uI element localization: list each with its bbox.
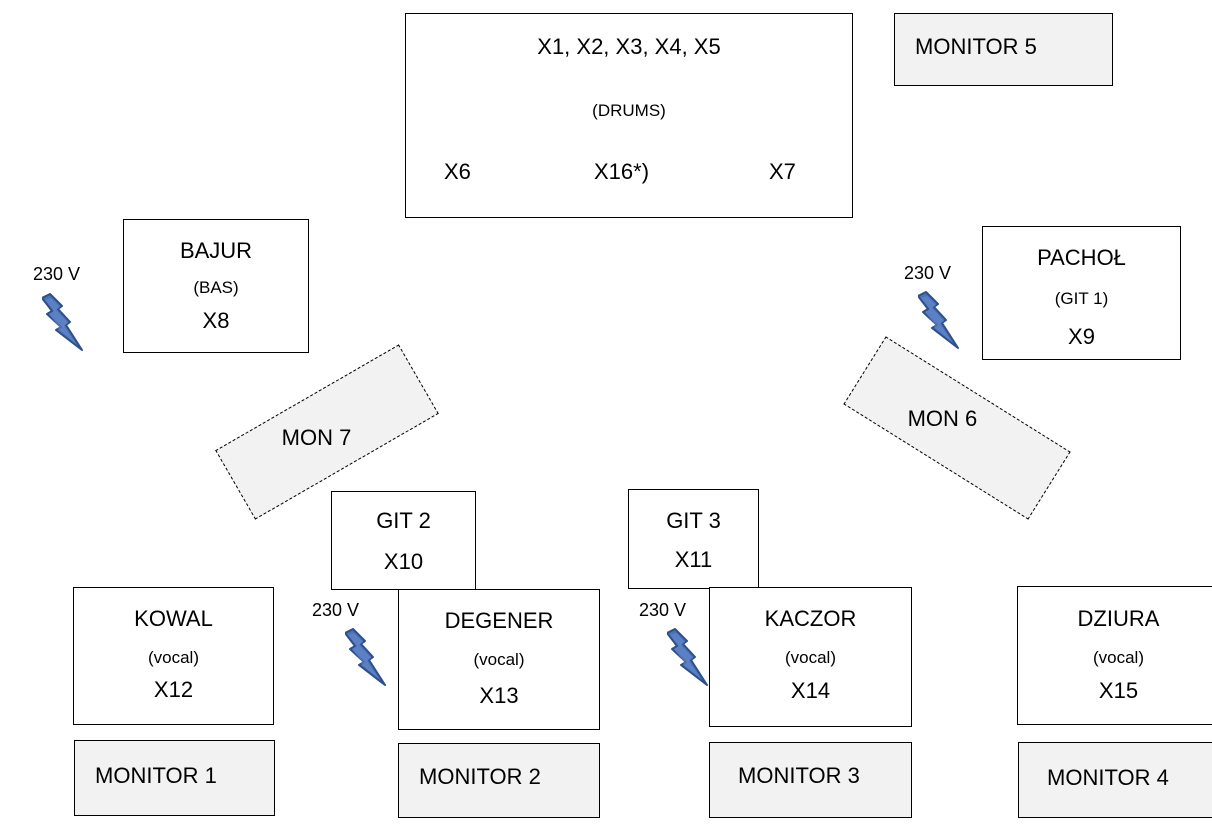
git-2-name: GIT 2 <box>376 508 431 533</box>
lightning-bolt-icon <box>918 290 960 350</box>
monitor-3: MONITOR 3 <box>709 742 912 818</box>
monitor-4: MONITOR 4 <box>1018 742 1212 818</box>
drums-channel-right: X7 <box>769 159 796 184</box>
dziura-name: DZIURA <box>1077 606 1160 631</box>
kaczor-box: KACZOR (vocal) X14 <box>709 587 912 727</box>
drums-box: X1, X2, X3, X4, X5 (DRUMS) X6 X16*) X7 <box>405 13 853 218</box>
mon-6: MON 6 <box>843 336 1071 520</box>
bajur-box: BAJUR (BAS) X8 <box>123 219 309 353</box>
degener-box: DEGENER (vocal) X13 <box>398 589 600 730</box>
monitor-5: MONITOR 5 <box>894 13 1113 86</box>
bajur-channel: X8 <box>202 308 230 333</box>
kaczor-name: KACZOR <box>764 606 857 631</box>
git-3-name: GIT 3 <box>666 508 721 533</box>
mon-6-label: MON 6 <box>907 405 978 431</box>
kaczor-channel: X14 <box>790 678 831 703</box>
dziura-role: (vocal) <box>1092 648 1144 667</box>
pachol-channel: X9 <box>1068 324 1095 349</box>
dziura-channel: X15 <box>1098 678 1139 703</box>
mon-7-label: MON 7 <box>281 425 352 451</box>
lightning-bolt-icon <box>42 292 84 352</box>
monitor-2-label: MONITOR 2 <box>419 764 541 789</box>
git-2-channel: X10 <box>383 549 424 574</box>
pachol-instrument: (GIT 1) <box>1054 289 1109 308</box>
monitor-2: MONITOR 2 <box>398 743 600 818</box>
drums-label: (DRUMS) <box>592 101 666 120</box>
power-label-degener: 230 V <box>312 600 360 620</box>
pachol-name: PACHOŁ <box>1037 245 1126 270</box>
power-label-bajur: 230 V <box>33 264 81 284</box>
kowal-channel: X12 <box>153 677 194 702</box>
git-2-box: GIT 2 X10 <box>331 491 476 590</box>
git-3-box: GIT 3 X11 <box>628 489 759 589</box>
degener-channel: X13 <box>479 683 519 708</box>
lightning-bolt-icon <box>345 627 387 687</box>
monitor-3-label: MONITOR 3 <box>738 763 860 788</box>
monitor-5-label: MONITOR 5 <box>915 34 1037 59</box>
bajur-instrument: (BAS) <box>193 278 239 297</box>
kowal-box: KOWAL (vocal) X12 <box>73 587 274 725</box>
git-3-channel: X11 <box>674 547 713 572</box>
degener-name: DEGENER <box>444 608 554 633</box>
drums-channels: X1, X2, X3, X4, X5 <box>537 34 721 59</box>
drums-channel-center: X16*) <box>594 159 650 184</box>
monitor-1: MONITOR 1 <box>74 740 275 816</box>
power-label-kaczor: 230 V <box>639 600 687 620</box>
power-label-pachol: 230 V <box>904 263 952 283</box>
pachol-box: PACHOŁ (GIT 1) X9 <box>982 226 1181 360</box>
monitor-1-label: MONITOR 1 <box>95 763 217 788</box>
bajur-name: BAJUR <box>179 238 253 263</box>
dziura-box: DZIURA (vocal) X15 <box>1017 586 1212 725</box>
kaczor-role: (vocal) <box>784 648 836 667</box>
degener-role: (vocal) <box>473 650 525 669</box>
drums-channel-left: X6 <box>444 159 471 184</box>
kowal-name: KOWAL <box>134 606 213 631</box>
monitor-4-label: MONITOR 4 <box>1047 765 1169 790</box>
kowal-role: (vocal) <box>147 648 199 667</box>
lightning-bolt-icon <box>667 627 709 687</box>
